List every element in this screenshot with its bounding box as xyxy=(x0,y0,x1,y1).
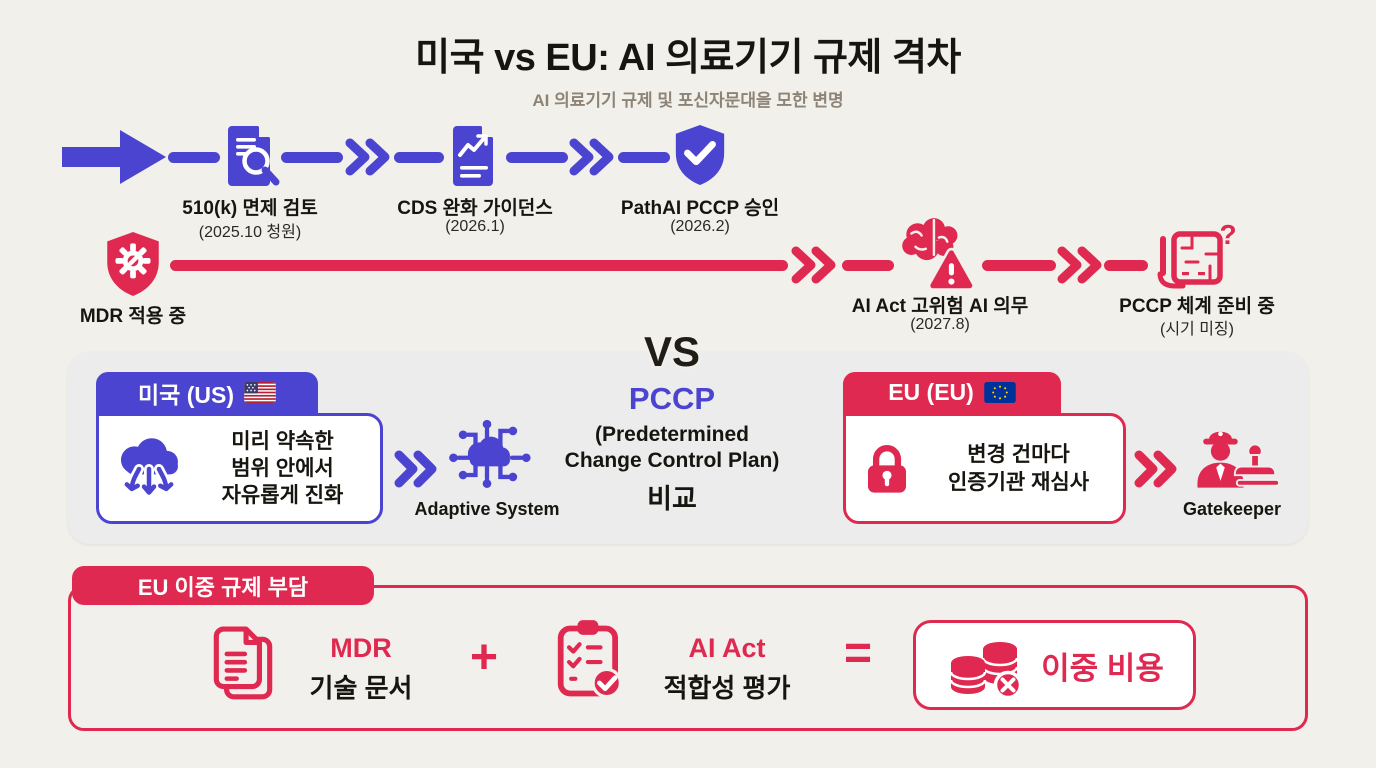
result-box: 이중 비용 xyxy=(913,620,1196,710)
documents-stack-icon xyxy=(213,626,273,700)
eu-card-line: 인증기관 재심사 xyxy=(947,470,1090,494)
chevron-right-icon xyxy=(394,450,437,488)
us-flag-icon xyxy=(244,382,276,403)
eu-card-line: 변경 건마다 xyxy=(967,443,1070,467)
us-card-line: 미리 약속한 xyxy=(231,429,334,453)
compare-label: 비교 xyxy=(647,484,697,514)
timeline-line xyxy=(506,152,568,163)
chevron-right-icon xyxy=(345,138,390,176)
milestone-label: MDR 적용 중 xyxy=(79,306,187,327)
mdr-desc: 기술 문서 xyxy=(309,673,413,703)
us-card-line: 자유롭게 진화 xyxy=(221,484,344,508)
page-title: 미국 vs EU: AI 의료기기 규제 격차 xyxy=(415,37,961,79)
us-card-line: 범위 안에서 xyxy=(231,456,334,480)
chevron-right-icon xyxy=(569,138,614,176)
timeline-line xyxy=(170,260,788,271)
timeline-start-arrow-icon xyxy=(62,130,166,184)
chevron-right-icon xyxy=(1057,246,1102,284)
coins-cost-icon xyxy=(949,642,1023,700)
aiact-name: AI Act xyxy=(688,633,766,663)
burden-tab-title: EU 이중 규제 부담 xyxy=(137,574,309,600)
milestone-label: PCCP 체계 준비 중 xyxy=(1119,296,1275,317)
pccp-full-line1: (Predetermined xyxy=(594,423,750,446)
gatekeeper-label: Gatekeeper xyxy=(1182,499,1282,519)
milestone-date: (2027.8) xyxy=(910,316,970,333)
timeline-line xyxy=(1104,260,1148,271)
milestone-date: (시기 미징) xyxy=(1160,321,1234,338)
document-search-icon xyxy=(228,125,280,186)
timeline-line xyxy=(842,260,894,271)
result-label: 이중 비용 xyxy=(1041,650,1164,686)
equals-sign: = xyxy=(843,627,873,680)
timeline-line xyxy=(394,152,444,163)
shield-check-icon xyxy=(675,125,725,185)
timeline-line xyxy=(168,152,220,163)
us-card-header: 미국 (US) xyxy=(96,372,318,413)
milestone-label: PathAI PCCP 승인 xyxy=(620,198,780,219)
aiact-desc: 적합성 평가 xyxy=(663,673,791,703)
vs-label: VS xyxy=(643,328,701,375)
pccp-acronym: PCCP xyxy=(628,381,716,416)
shield-gear-icon xyxy=(107,232,159,296)
lock-icon xyxy=(867,444,907,493)
eu-card-body: 변경 건마다 인증기관 재심사 xyxy=(843,413,1126,524)
chevron-right-icon xyxy=(1134,450,1177,488)
clipboard-check-icon xyxy=(557,620,622,699)
adaptive-system-label: Adaptive System xyxy=(414,499,560,519)
timeline-line xyxy=(281,152,343,163)
eu-card-title: EU (EU) xyxy=(888,379,974,405)
mdr-name: MDR xyxy=(330,633,392,663)
milestone-date: (2026.2) xyxy=(670,218,730,235)
eu-flag-icon xyxy=(984,382,1016,403)
svg-text:?: ? xyxy=(1219,222,1236,250)
document-chart-icon xyxy=(453,125,494,186)
milestone-label: AI Act 고위험 AI 의무 xyxy=(851,296,1029,317)
eu-card-header: EU (EU) xyxy=(843,372,1061,413)
timeline-line xyxy=(982,260,1056,271)
pccp-full-line2: Change Control Plan) xyxy=(564,449,780,472)
eu-card-text: 변경 건마다 인증기관 재심사 xyxy=(924,441,1113,496)
adaptive-network-icon xyxy=(449,419,531,488)
blueprint-question-icon: ? xyxy=(1157,222,1237,289)
us-card-text: 미리 약속한 범위 안에서 자유롭게 진화 xyxy=(195,428,370,510)
milestone-label: CDS 완화 가이던스 xyxy=(397,198,553,219)
cloud-branch-icon xyxy=(120,437,178,497)
milestone-date: (2026.1) xyxy=(445,218,505,235)
us-card-title: 미국 (US) xyxy=(138,381,234,408)
milestone-label: 510(k) 면제 검토 xyxy=(182,198,318,219)
plus-sign: + xyxy=(469,631,499,684)
milestone-date: (2025.10 청원) xyxy=(198,224,302,241)
us-card-body: 미리 약속한 범위 안에서 자유롭게 진화 xyxy=(96,413,383,524)
page-subtitle: AI 의료기기 규제 및 포신자문대을 모한 변명 xyxy=(532,91,844,110)
timeline-line xyxy=(618,152,670,163)
burden-tab: EU 이중 규제 부담 xyxy=(72,566,374,605)
brain-warning-icon xyxy=(902,218,975,291)
gatekeeper-icon xyxy=(1197,431,1280,488)
chevron-right-icon xyxy=(791,246,836,284)
